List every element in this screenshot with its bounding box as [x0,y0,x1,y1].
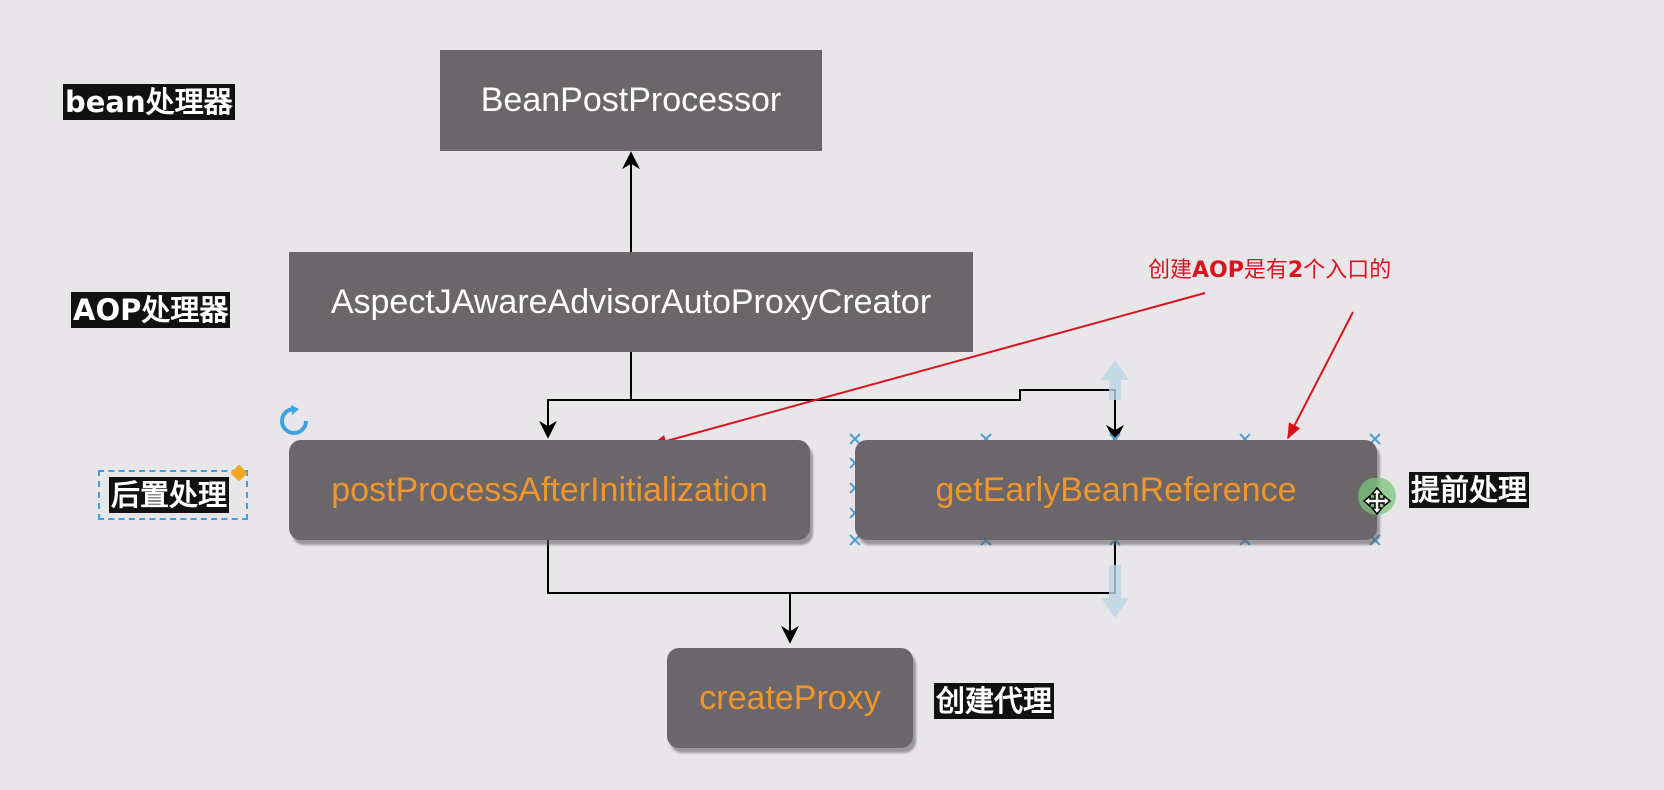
aop-processor-label: AOP处理器 [71,292,231,328]
get-early-bean-reference-label: getEarlyBeanReference [935,470,1297,509]
rotate-icon[interactable] [277,404,311,438]
early-processing-label: 提前处理 [1409,472,1530,508]
annotation-prefix: 创建 [1148,258,1193,283]
create-proxy-label: createProxy [699,678,881,717]
post-process-after-label: postProcessAfterInitialization [331,470,768,509]
annotation-arrow-right [1287,311,1354,440]
drag-down-arrow-icon[interactable] [1101,565,1129,618]
drag-up-arrow-icon[interactable] [1101,360,1129,400]
post-process-after-node[interactable]: postProcessAfterInitialization [289,440,810,540]
create-proxy-node[interactable]: createProxy [667,648,913,748]
post-processing-label[interactable]: 后置处理 [109,477,230,513]
bean-post-processor-node[interactable]: BeanPostProcessor [440,50,822,151]
move-icon[interactable] [1355,478,1399,522]
annotation-text: 创建AOP是有2个入口的 [1148,252,1391,284]
selected-label-box[interactable] [98,470,248,520]
split-connector-right [631,389,1124,443]
get-early-bean-reference-node[interactable]: getEarlyBeanReference [855,440,1377,540]
create-proxy-side-label: 创建代理 [934,683,1055,719]
merge-connector [547,540,1116,594]
annotation-middle: 是有 [1243,258,1288,283]
aspectj-creator-node[interactable]: AspectJAwareAdvisorAutoProxyCreator [289,252,973,352]
bean-processor-label: bean处理器 [63,84,235,120]
aspectj-creator-label: AspectJAwareAdvisorAutoProxyCreator [330,282,932,321]
annotation-aop: AOP [1192,258,1244,283]
annotation-count: 2 [1287,258,1304,283]
bean-post-processor-label: BeanPostProcessor [480,81,782,119]
annotation-suffix: 个入口的 [1303,258,1392,283]
split-connector-left [539,352,632,439]
